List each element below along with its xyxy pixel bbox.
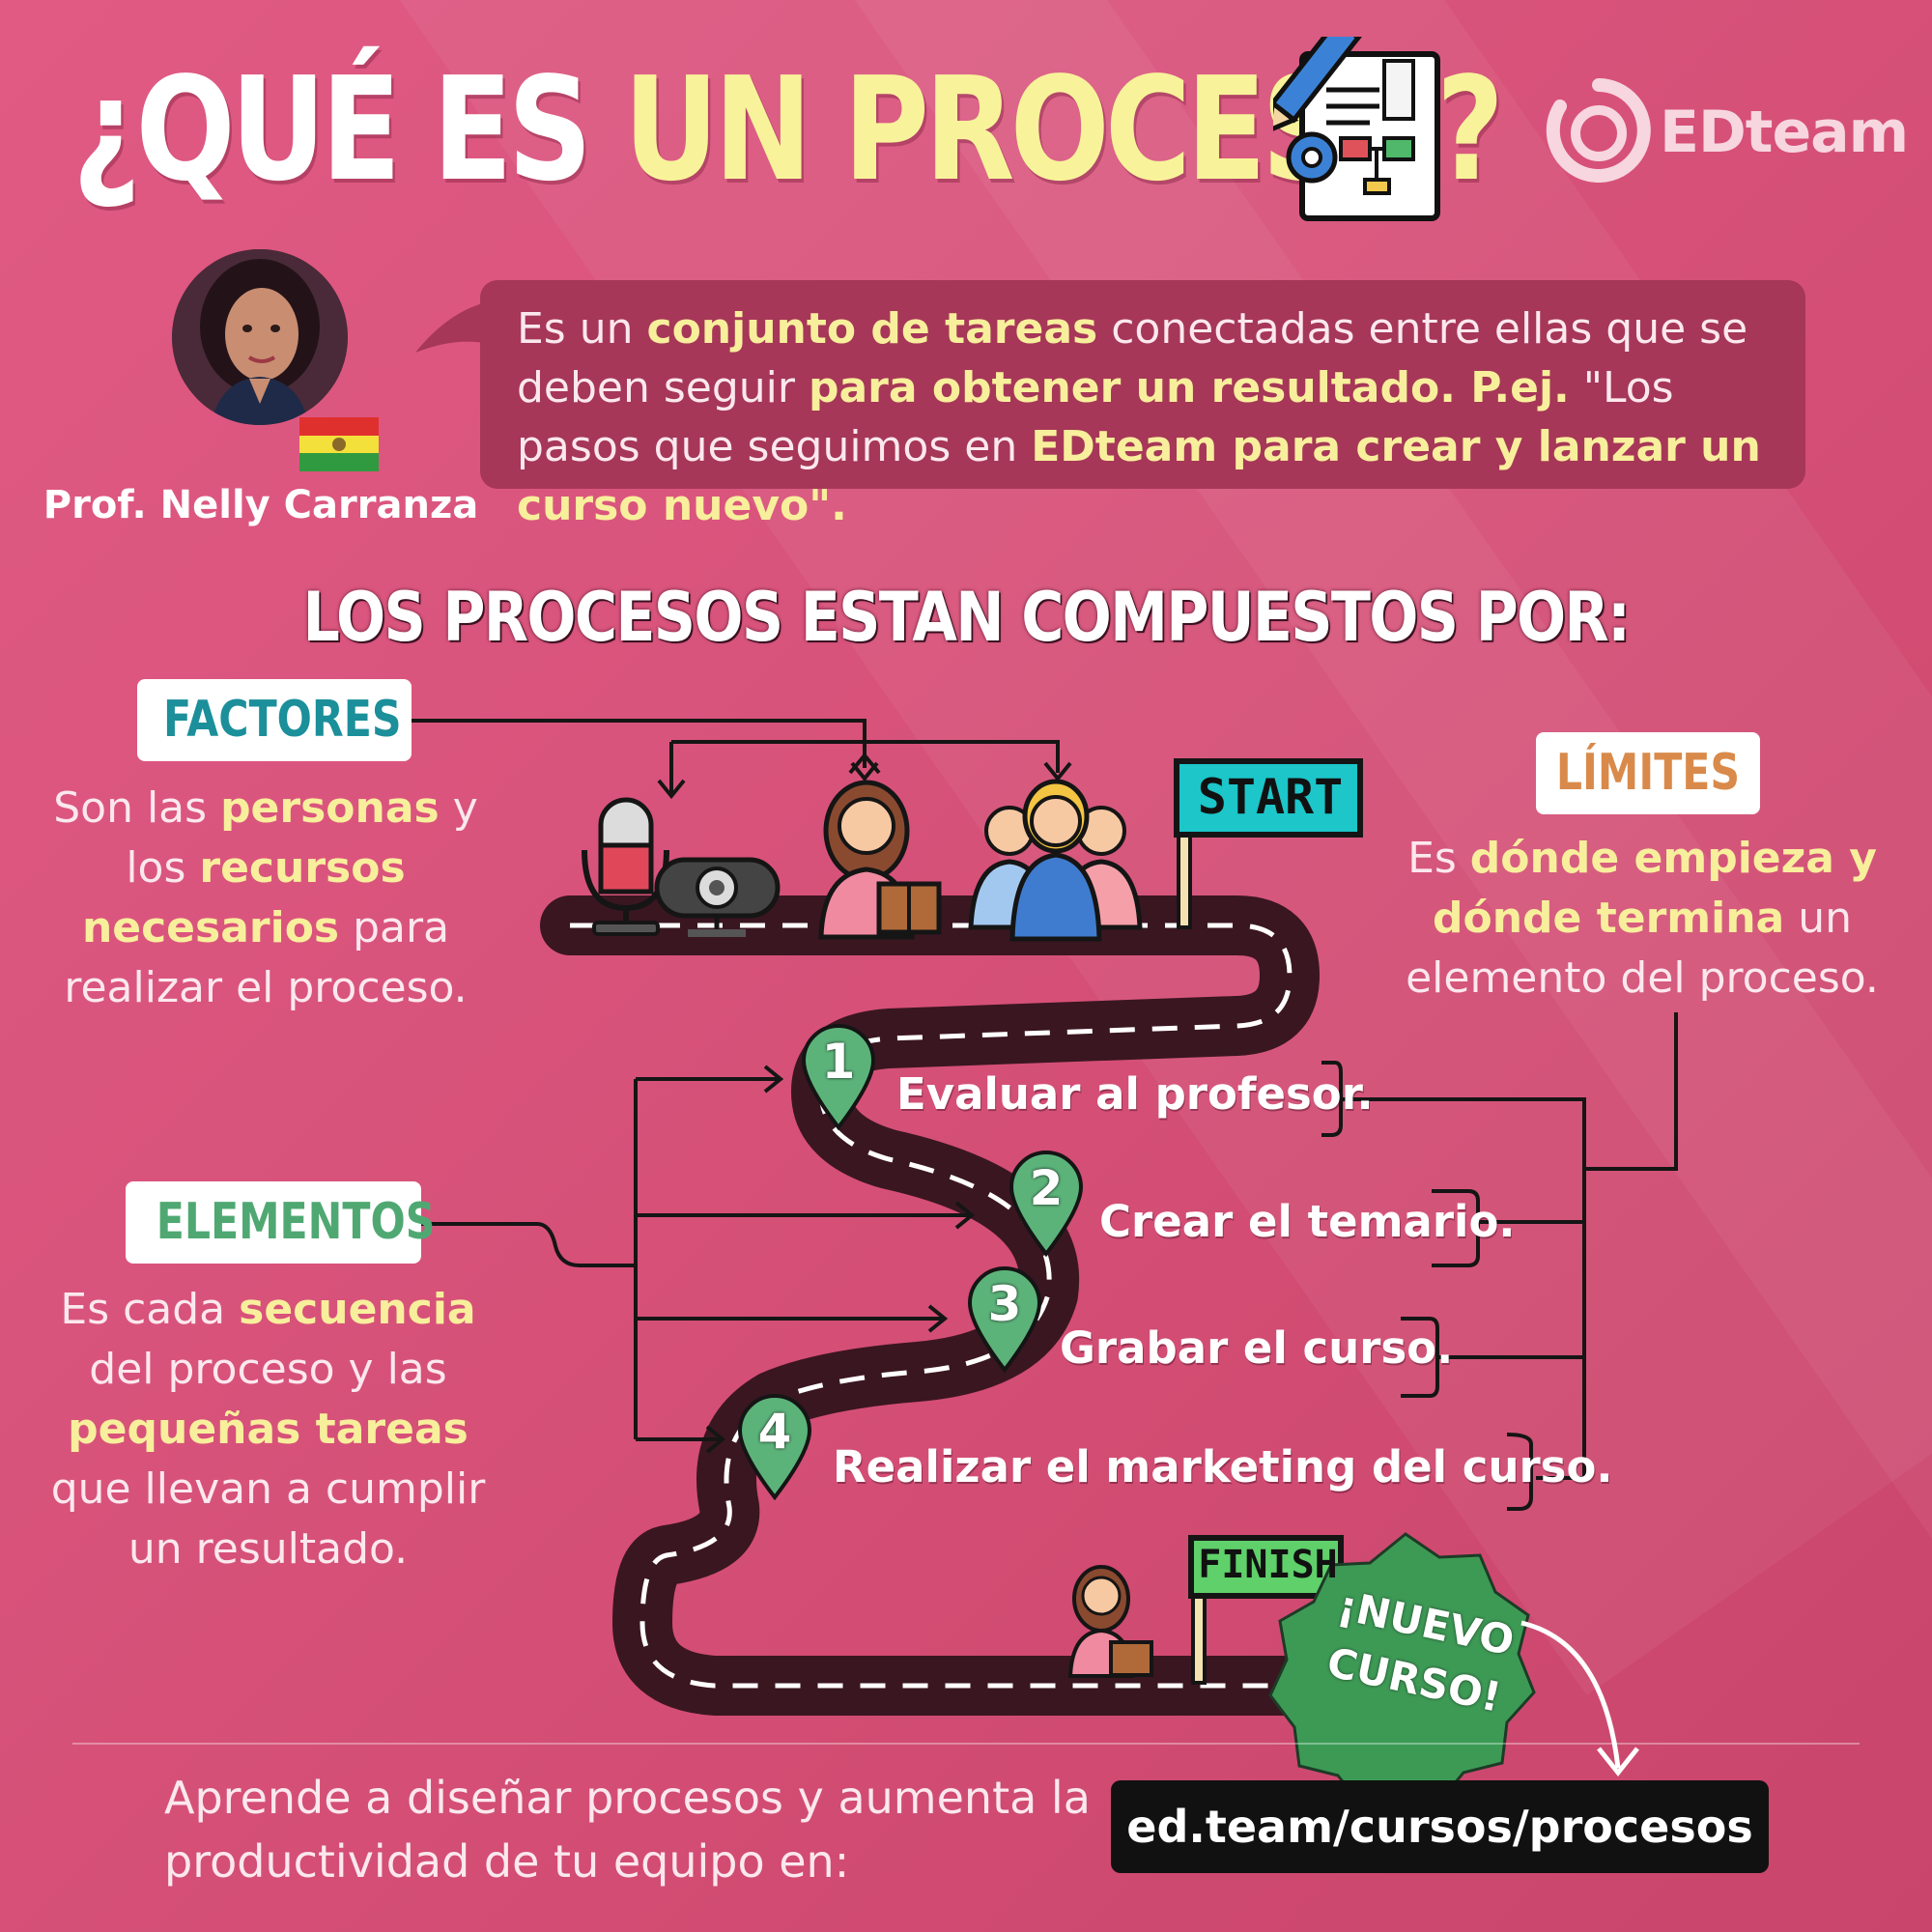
limites-description: Es dónde empieza y dónde termina un elem…	[1406, 834, 1879, 1003]
step-number-2: 2	[1029, 1160, 1064, 1216]
elementos-tag: ELEMENTOS	[126, 1181, 435, 1264]
elementos-description: Es cada secuencia del proceso y las pequ…	[50, 1285, 486, 1574]
teacher-icon	[818, 780, 942, 940]
factores-description: Son las personas y los recursos necesari…	[53, 783, 478, 1012]
step-number-4: 4	[757, 1404, 792, 1460]
finish-teacher-icon	[1067, 1565, 1153, 1678]
step-number-1: 1	[821, 1034, 856, 1090]
edteam-logo-icon	[1546, 78, 1651, 183]
bolivia-flag-icon	[299, 417, 379, 471]
step-text-4: Realizar el marketing del curso.	[833, 1441, 1613, 1492]
elementos-connectors	[421, 1065, 976, 1454]
step-number-3: 3	[987, 1276, 1022, 1332]
limites-tag: LÍMITES	[1536, 732, 1760, 814]
step-pin-2	[1009, 1151, 1084, 1258]
start-label: START	[1197, 769, 1344, 825]
limites-connectors	[1321, 1012, 1678, 1511]
process-document-icon	[1273, 37, 1440, 221]
author-name: Prof. Nelly Carranza	[43, 483, 479, 527]
step-pin-1	[801, 1024, 876, 1131]
factores-connectors	[411, 719, 1072, 800]
footer-divider	[72, 1743, 1860, 1745]
webcam-icon	[654, 857, 781, 937]
factores-tag: FACTORES	[137, 679, 412, 761]
start-sign	[1174, 758, 1363, 929]
finish-sign	[1188, 1535, 1344, 1685]
step-pin-4	[737, 1394, 812, 1501]
team-icon	[968, 779, 1143, 942]
seal-arrow	[1520, 1620, 1621, 1769]
step-text-2: Crear el temario.	[1099, 1196, 1516, 1247]
seal-arrow-head	[1597, 1747, 1639, 1777]
author-avatar	[172, 249, 348, 425]
step-text-1: Evaluar al profesor.	[896, 1068, 1374, 1120]
footer-text: Aprende a diseñar procesos y aumenta la …	[164, 1772, 1091, 1888]
step-text-3: Grabar el curso.	[1060, 1322, 1454, 1374]
section-title: LOS PROCESOS ESTAN COMPUESTOS POR:	[302, 578, 1632, 657]
finish-label: FINISH	[1198, 1543, 1338, 1587]
logo-text: EDteam	[1660, 99, 1909, 166]
step-pin-3	[967, 1266, 1042, 1374]
definition-bubble: Es un conjunto de tareas conectadas entr…	[480, 280, 1805, 530]
course-url-link[interactable]: ed.team/cursos/procesos	[1111, 1780, 1769, 1873]
edteam-logo: EDteam	[1546, 77, 1909, 184]
